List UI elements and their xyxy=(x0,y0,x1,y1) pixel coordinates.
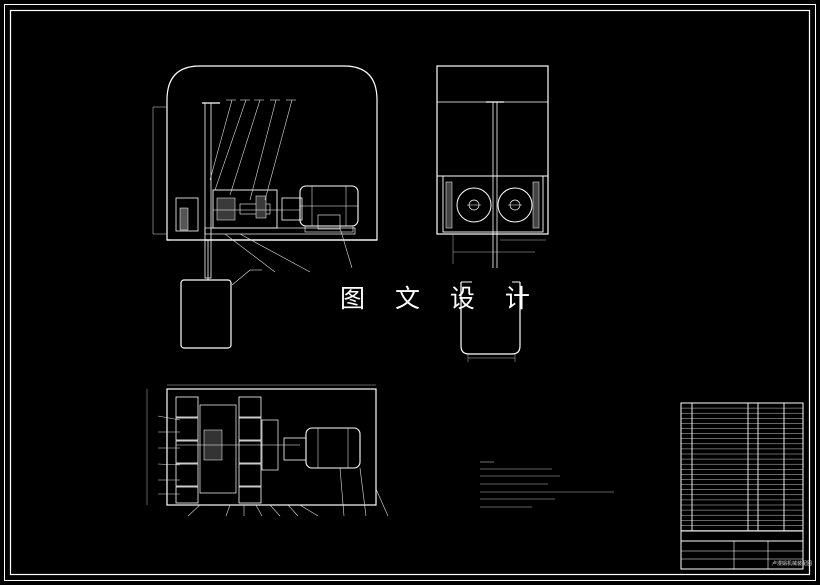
sheet-border xyxy=(4,4,816,581)
technical-notes xyxy=(480,461,614,508)
parts-list-rows xyxy=(681,407,803,531)
top-view xyxy=(146,384,389,517)
side-view xyxy=(436,65,549,362)
parts-list-title-block xyxy=(680,402,804,570)
title-block-title: 卢漫娟机械装配图 xyxy=(772,561,813,567)
watermark-text: 图 文 设 计 xyxy=(340,284,541,313)
front-view xyxy=(152,65,378,349)
